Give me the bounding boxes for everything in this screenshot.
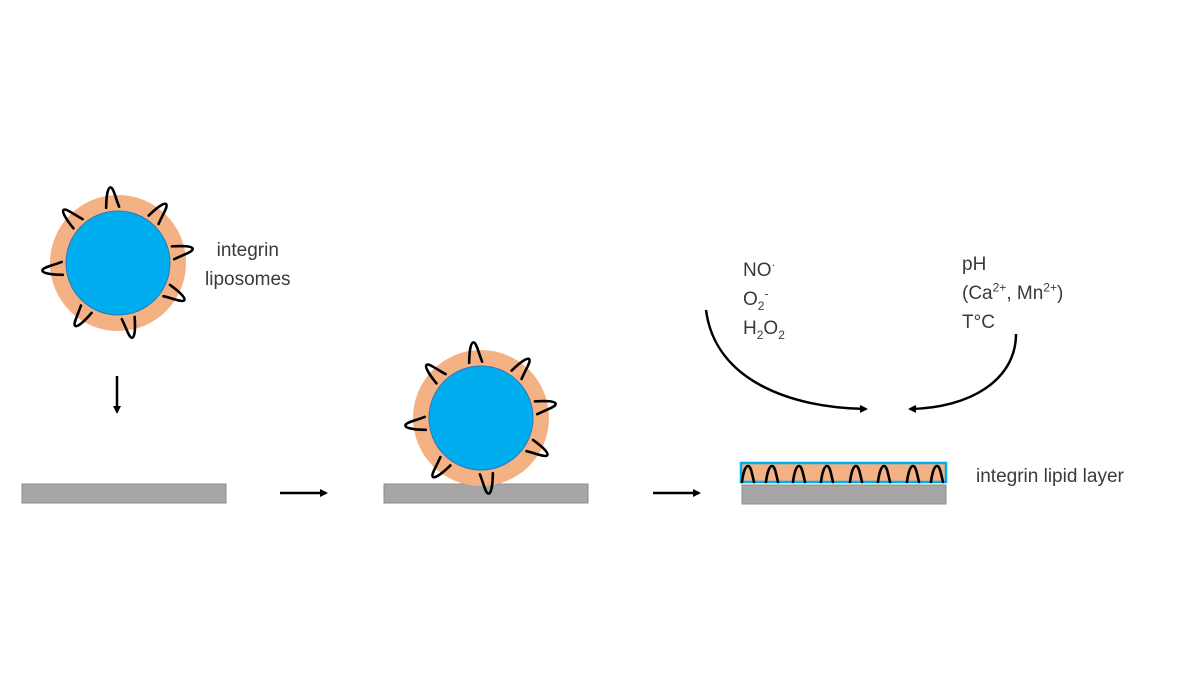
integrin-icon bbox=[929, 464, 945, 484]
integrin-icon bbox=[404, 415, 428, 432]
liposomes-label: integrin liposomes bbox=[205, 236, 291, 294]
integrin-icon bbox=[431, 455, 452, 479]
liposomes-label-line2: liposomes bbox=[205, 269, 291, 290]
integrin-icon bbox=[467, 341, 484, 365]
integrin-icon bbox=[104, 186, 121, 210]
substrate-3 bbox=[741, 484, 947, 505]
integrin-icon bbox=[525, 438, 549, 458]
conditions-label: pH (Ca2+, Mn2+) T°C bbox=[962, 250, 1063, 337]
condition-ph: pH bbox=[962, 254, 987, 275]
integrin-lipid-layer bbox=[739, 461, 948, 484]
liposome-core bbox=[428, 365, 534, 471]
ros-h2o2: H2O2 bbox=[743, 318, 785, 342]
integrin-icon bbox=[740, 464, 756, 484]
adsorbed-liposome bbox=[404, 341, 557, 495]
ros-superoxide: O2- bbox=[743, 286, 769, 313]
substrate-1 bbox=[21, 483, 227, 504]
layer-integrins bbox=[740, 464, 945, 484]
integrin-icon bbox=[73, 304, 93, 328]
integrin-icon bbox=[478, 471, 495, 495]
integrin-icon bbox=[120, 315, 137, 339]
integrin-icon bbox=[424, 363, 447, 385]
integrin-icon bbox=[764, 464, 780, 484]
integrin-icon bbox=[162, 283, 186, 303]
integrin-icon bbox=[533, 399, 557, 416]
integrin-icon bbox=[848, 464, 864, 484]
free-liposome bbox=[41, 186, 194, 339]
integrin-icon bbox=[147, 202, 168, 226]
curved-arrow-left-icon bbox=[704, 309, 868, 413]
integrin-icon bbox=[876, 464, 892, 484]
integrin-icon bbox=[791, 464, 807, 484]
condition-ions: (Ca2+, Mn2+) bbox=[962, 280, 1064, 304]
lipid-layer-label: integrin lipid layer bbox=[976, 466, 1124, 487]
integrin-icon bbox=[41, 260, 65, 277]
liposomes-label-line1: integrin bbox=[216, 240, 279, 261]
condition-temperature: T°C bbox=[962, 312, 995, 333]
ros-label: NO· O2- H2O2 bbox=[743, 256, 785, 343]
integrin-icon bbox=[510, 357, 531, 381]
integrin-icon bbox=[170, 244, 194, 261]
ros-no: NO· bbox=[743, 257, 776, 281]
integrin-icon bbox=[905, 464, 921, 484]
curved-arrow-right-icon bbox=[908, 333, 1018, 413]
liposome-core bbox=[65, 210, 171, 316]
integrin-icon bbox=[61, 208, 84, 230]
integrin-icon bbox=[819, 464, 835, 484]
